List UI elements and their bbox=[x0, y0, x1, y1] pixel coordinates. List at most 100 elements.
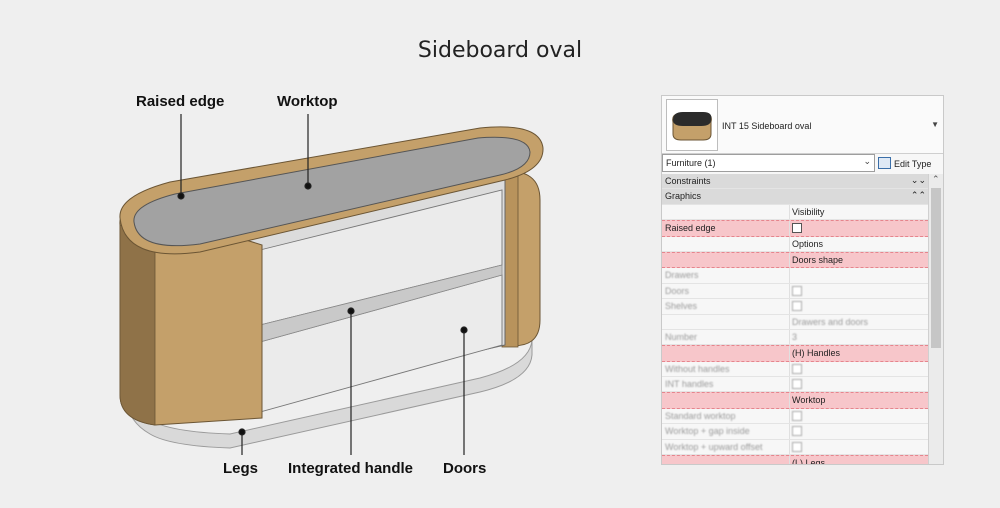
anchor-legs bbox=[238, 428, 246, 436]
property-checkbox[interactable] bbox=[792, 379, 802, 390]
dropdown-chevron-icon: ⌄ bbox=[863, 156, 871, 166]
column-divider bbox=[789, 393, 790, 408]
anchor-doors bbox=[460, 326, 468, 334]
edit-type-icon bbox=[878, 157, 891, 169]
label-raised-edge: Raised edge bbox=[136, 93, 225, 110]
property-row[interactable]: Worktop bbox=[662, 392, 928, 409]
property-checkbox[interactable] bbox=[792, 301, 802, 312]
property-row[interactable]: Standard worktop bbox=[662, 408, 928, 425]
property-label: Graphics bbox=[665, 191, 702, 202]
checkbox-icon bbox=[792, 363, 802, 374]
element-filter-select[interactable]: Furniture (1) ⌄ bbox=[662, 154, 875, 172]
property-row[interactable]: Visibility bbox=[662, 204, 928, 221]
checkbox-icon bbox=[792, 379, 802, 390]
element-filter-value: Furniture (1) bbox=[666, 158, 716, 168]
property-row[interactable]: Shelves bbox=[662, 299, 928, 315]
property-label: Worktop + upward offset bbox=[665, 441, 763, 452]
property-label: Raised edge bbox=[665, 223, 716, 234]
worktop-surface bbox=[133, 136, 531, 247]
collapse-arrows-icon[interactable]: ⌃⌃ bbox=[910, 190, 926, 201]
property-row[interactable]: Worktop + upward offset bbox=[662, 439, 928, 456]
column-divider bbox=[789, 252, 790, 268]
property-label: Without handles bbox=[665, 363, 730, 374]
column-divider bbox=[789, 283, 790, 299]
property-value: Worktop bbox=[792, 395, 826, 406]
column-divider bbox=[789, 361, 790, 377]
property-checkbox[interactable] bbox=[792, 426, 802, 437]
property-row[interactable]: Drawers bbox=[662, 268, 928, 284]
checkbox-icon bbox=[792, 285, 802, 296]
property-checkbox[interactable] bbox=[792, 285, 802, 297]
checkbox-icon bbox=[792, 441, 802, 452]
property-row[interactable]: Without handles bbox=[662, 361, 928, 378]
property-value: 3 bbox=[792, 331, 798, 342]
anchor-worktop bbox=[304, 182, 312, 190]
column-divider bbox=[789, 424, 790, 439]
column-divider bbox=[789, 314, 790, 329]
column-divider bbox=[789, 408, 790, 424]
anchor-integrated-handle bbox=[347, 307, 355, 315]
property-label: Standard worktop bbox=[665, 410, 736, 421]
type-selector[interactable]: INT 15 Sideboard oval ▼ bbox=[662, 96, 943, 154]
property-row[interactable]: Raised edge bbox=[662, 220, 928, 237]
column-divider bbox=[789, 299, 790, 314]
anchor-raised-edge bbox=[177, 192, 185, 200]
property-label: Drawers bbox=[665, 270, 699, 281]
property-label: Doors bbox=[665, 285, 690, 296]
column-divider bbox=[789, 346, 790, 361]
property-label: Constraints bbox=[665, 176, 711, 186]
property-row[interactable]: Worktop + gap inside bbox=[662, 424, 928, 440]
sideboard-thumbnail bbox=[666, 99, 718, 151]
property-checkbox[interactable] bbox=[792, 363, 802, 375]
checkbox-icon bbox=[792, 301, 802, 312]
column-divider bbox=[789, 377, 790, 392]
column-divider bbox=[789, 456, 790, 464]
property-row[interactable]: Number 3 bbox=[662, 329, 928, 346]
checkbox-icon bbox=[792, 410, 802, 421]
panel-scrollbar[interactable]: ⌃ bbox=[928, 174, 943, 464]
label-integrated-handle: Integrated handle bbox=[288, 460, 414, 477]
property-checkbox[interactable] bbox=[792, 441, 802, 453]
page-title: Sideboard oval bbox=[417, 38, 583, 63]
scroll-thumb[interactable] bbox=[931, 188, 941, 348]
family-name: INT 15 Sideboard oval bbox=[722, 121, 812, 131]
column-divider bbox=[789, 329, 790, 345]
property-row[interactable]: Doors shape bbox=[662, 251, 928, 269]
property-checkbox[interactable] bbox=[792, 223, 802, 234]
property-row[interactable]: Options bbox=[662, 236, 928, 252]
checkbox-icon bbox=[792, 223, 802, 234]
scroll-up-icon[interactable]: ⌃ bbox=[932, 174, 940, 184]
collapse-arrows-icon[interactable]: ⌄⌄ bbox=[910, 175, 926, 185]
properties-panel: INT 15 Sideboard oval ▼ Furniture (1) ⌄ … bbox=[661, 95, 944, 465]
property-label: Number bbox=[665, 331, 698, 342]
property-row[interactable]: (L) Legs bbox=[662, 455, 928, 465]
plinth bbox=[127, 339, 533, 449]
edit-type-button[interactable]: Edit Type bbox=[878, 157, 931, 169]
property-category[interactable]: Constraints ⌄⌄ bbox=[662, 174, 928, 190]
property-label: Worktop + gap inside bbox=[665, 426, 750, 437]
column-divider bbox=[789, 439, 790, 455]
property-checkbox[interactable] bbox=[792, 410, 802, 422]
edit-type-label: Edit Type bbox=[894, 159, 932, 169]
label-legs: Legs bbox=[223, 460, 259, 477]
label-worktop: Worktop bbox=[277, 93, 338, 110]
property-value: Options bbox=[792, 238, 824, 249]
label-doors: Doors bbox=[443, 460, 487, 477]
property-row[interactable]: Doors bbox=[662, 283, 928, 300]
property-row[interactable]: (H) Handles bbox=[662, 345, 928, 362]
property-label: INT handles bbox=[665, 379, 714, 390]
property-value: (L) Legs bbox=[792, 458, 826, 465]
column-divider bbox=[789, 236, 790, 251]
property-value: (H) Handles bbox=[792, 348, 841, 359]
property-row[interactable]: INT handles bbox=[662, 377, 928, 393]
column-divider bbox=[789, 268, 790, 283]
dropdown-caret-icon[interactable]: ▼ bbox=[931, 120, 939, 129]
property-row[interactable]: Drawers and doors bbox=[662, 314, 928, 330]
property-category[interactable]: Graphics ⌃⌃ bbox=[662, 189, 928, 205]
column-divider bbox=[789, 204, 790, 220]
property-value: Visibility bbox=[792, 206, 825, 217]
left-end-shade bbox=[119, 224, 156, 426]
column-divider bbox=[789, 221, 790, 236]
